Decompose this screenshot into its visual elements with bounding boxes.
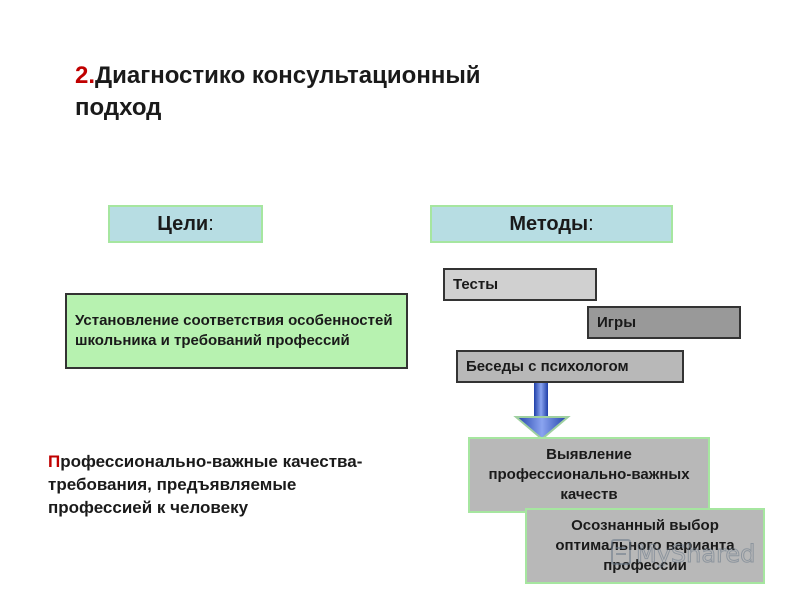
result-identify-qualities: Выявление профессионально-важных качеств (468, 437, 710, 513)
result-conscious-choice: Осознанный выбор оптимального варианта п… (525, 508, 765, 584)
method-tests: Тесты (443, 268, 597, 301)
goal-box: Установление соответствия особенностей ш… (65, 293, 408, 369)
title-number: 2. (75, 62, 96, 89)
title-text: Диагностико консультационный подход (75, 62, 481, 121)
methods-header-label: Методы (509, 212, 589, 235)
note-definition: Профессионально-важные качества- требова… (48, 450, 378, 519)
methods-header: Методы: (430, 205, 673, 243)
note-text: рофессионально-важные качества- требован… (48, 452, 363, 517)
methods-header-colon: : (588, 212, 594, 235)
slide-title: 2.Диагностико консультационный подход (75, 60, 495, 124)
method-games: Игры (587, 306, 741, 339)
down-arrow-icon (513, 383, 571, 441)
method-conversations: Беседы с психологом (456, 350, 684, 383)
goals-header-label: Цели (157, 212, 209, 235)
note-first-letter: П (48, 452, 61, 471)
goals-header-colon: : (208, 212, 214, 235)
goals-header: Цели: (108, 205, 263, 243)
